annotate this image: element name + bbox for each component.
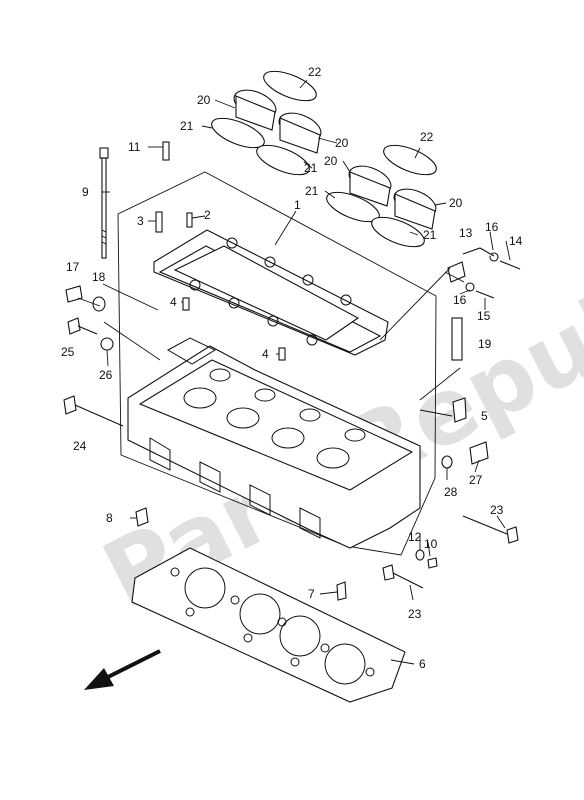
callout-13: 13 [459,226,473,240]
callout-4-a: 4 [170,295,177,309]
callout-20-b: 20 [335,136,349,150]
cylinder-head [127,337,421,549]
callout-8: 8 [106,511,113,525]
callout-16-b: 16 [453,293,467,307]
callout-22-b: 22 [420,130,434,144]
cam-holder [153,229,389,356]
callout-24: 24 [73,439,87,453]
leader-lines [77,79,511,665]
callout-9: 9 [82,185,89,199]
small-bolts [155,141,286,361]
callout-21-b: 21 [304,161,318,175]
callout-12: 12 [408,530,422,544]
callout-20-a: 20 [197,93,211,107]
callout-21-a: 21 [180,119,194,133]
callout-19: 19 [478,337,492,351]
callout-28: 28 [444,485,458,499]
callout-23-a: 23 [490,503,504,517]
intake-boot-group-left [211,70,322,176]
callout-7: 7 [308,587,315,601]
callout-20-d: 20 [449,196,463,210]
callout-6: 6 [419,657,426,671]
callout-14: 14 [509,234,523,248]
callout-15: 15 [477,309,491,323]
head-gasket [131,547,406,703]
callout-3: 3 [137,214,144,228]
callout-16-a: 16 [485,220,499,234]
callout-25: 25 [61,345,75,359]
loose-parts [63,247,521,601]
callout-22-a: 22 [308,65,322,79]
callout-10: 10 [424,537,438,551]
callout-26: 26 [99,368,113,382]
callout-20-c: 20 [324,154,338,168]
callout-21-d: 21 [423,228,437,242]
callout-4-b: 4 [262,347,269,361]
front-direction-arrow-icon [84,649,161,690]
stud-bolt [99,147,109,259]
callout-5: 5 [481,409,488,423]
callout-17: 17 [66,260,80,274]
intake-boot-group-right [326,144,437,248]
callout-23-b: 23 [408,607,422,621]
callout-11: 11 [128,140,141,154]
callout-18: 18 [92,270,106,284]
callout-27: 27 [469,473,483,487]
callout-2: 2 [204,208,211,222]
assembly-outline [117,171,437,556]
callout-labels: 1 2 3 4 4 5 6 7 8 9 10 11 12 13 14 15 16… [61,65,523,671]
callout-21-c: 21 [305,184,319,198]
callout-1: 1 [294,198,301,212]
